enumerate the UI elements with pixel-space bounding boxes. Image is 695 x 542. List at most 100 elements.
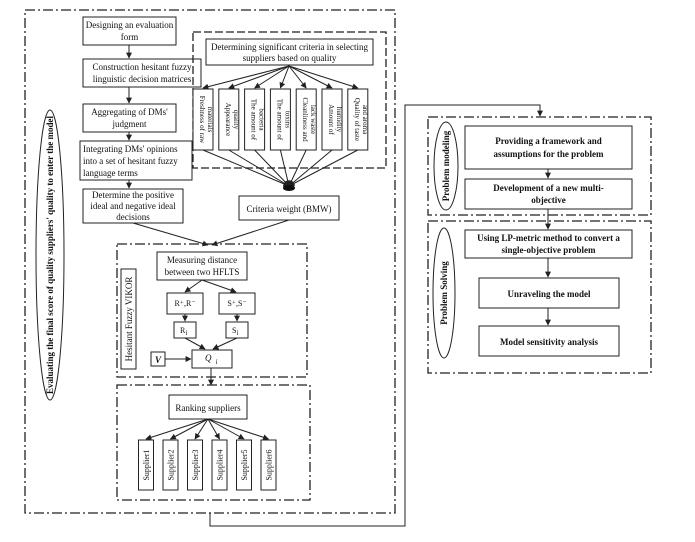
svg-text:Providing a framework and: Providing a framework and — [495, 136, 602, 146]
svg-text:Quality of taste: Quality of taste — [353, 98, 361, 141]
vikor-side-label: Hesitant Fuzzy VIKOR — [120, 268, 137, 370]
svg-text:Supplier2: Supplier2 — [167, 449, 176, 480]
svg-text:Supplier5: Supplier5 — [240, 449, 249, 480]
svg-text:quality: quality — [232, 110, 240, 130]
converge-node — [283, 185, 295, 191]
svg-text:Ri: Ri — [180, 326, 187, 337]
svg-text:linguistic decision matrices: linguistic decision matrices — [93, 74, 192, 84]
svg-text:Using LP-metric method to con: Using LP-metric method to convert a — [477, 233, 620, 243]
svg-text:Ranking suppliers: Ranking suppliers — [175, 403, 241, 413]
criteria-fan-arrows — [202, 65, 359, 90]
svg-text:humidity: humidity — [335, 107, 343, 133]
svg-text:Determine the positive: Determine the positive — [92, 190, 174, 200]
svg-text:Criteria weight (BMW): Criteria weight (BMW) — [247, 204, 332, 214]
svg-text:R⁺,R⁻: R⁺,R⁻ — [174, 299, 195, 308]
vikor-section — [116, 243, 308, 378]
svg-text:Supplier3: Supplier3 — [191, 449, 200, 480]
ranking-suppliers-box: Ranking suppliers — [168, 394, 248, 420]
supplier-box-6: Supplier6 — [260, 439, 277, 491]
svg-text:language terms: language terms — [83, 168, 138, 178]
svg-text:Determining significant criter: Determining significant criteria in sele… — [211, 42, 368, 52]
svg-text:form: form — [121, 32, 139, 42]
svg-text:Integrating DMs' opinions: Integrating DMs' opinions — [83, 144, 178, 154]
svg-text:Amount of: Amount of — [327, 104, 335, 135]
svg-text:V: V — [155, 355, 162, 365]
svg-text:Supplier4: Supplier4 — [216, 449, 225, 480]
svg-text:Construction hesitant fuzzy: Construction hesitant fuzzy — [93, 62, 192, 72]
svg-text:Unraveling the model: Unraveling the model — [508, 289, 591, 299]
svg-text:Si: Si — [232, 326, 238, 337]
step-designing-form: Designing an evaluation form — [82, 16, 177, 46]
supplier-fan-arrows — [145, 418, 270, 441]
svg-text:Designing an evaluation: Designing an evaluation — [86, 20, 174, 30]
svg-text:S⁺,S⁻: S⁺,S⁻ — [227, 299, 246, 308]
evaluation-label-oval — [35, 109, 65, 401]
problem-solving-label: Problem Solving — [439, 261, 449, 325]
svg-text:assumptions for the problem: assumptions for the problem — [494, 149, 604, 159]
svg-text:suppliers based on quality: suppliers based on quality — [243, 53, 337, 63]
svg-text:decisions: decisions — [116, 212, 150, 222]
svg-text:single-objective problem: single-objective problem — [501, 245, 596, 255]
svg-text:Qi: Qi — [205, 353, 218, 366]
svg-text:between two HFLTS: between two HFLTS — [165, 267, 240, 277]
svg-text:materials: materials — [206, 107, 214, 133]
svg-text:Supplier6: Supplier6 — [265, 449, 274, 480]
evaluation-vertical-label: Evaluating the final score of quality su… — [45, 116, 55, 394]
svg-text:and aroma: and aroma — [361, 105, 369, 135]
distance-box: Measuring distance between two HFLTS — [156, 251, 248, 281]
unraveling-box: Unraveling the model — [478, 277, 620, 309]
step-aggregating-judgment: Aggregating of DMs' judgment — [82, 103, 177, 133]
svg-text:Measuring distance: Measuring distance — [167, 255, 237, 265]
framework-box: Providing a framework and assumptions fo… — [464, 125, 633, 170]
supplier-boxes: Supplier1 Supplier2 Supplier3 Supplier4 Supp… — [138, 439, 277, 491]
svg-text:The amount of: The amount of — [275, 99, 283, 141]
s-plus-minus-box: S⁺,S⁻ — [218, 292, 256, 315]
sensitivity-box: Model sensitivity analysis — [478, 325, 620, 357]
svg-text:Aggregating of DMs': Aggregating of DMs' — [91, 107, 168, 117]
supplier-box-1: Supplier1 — [138, 439, 154, 491]
svg-text:Appearance: Appearance — [224, 103, 232, 136]
svg-text:Freshness of raw: Freshness of raw — [198, 96, 206, 144]
step-ideal-decisions: Determine the positive ideal and negativ… — [82, 188, 184, 224]
connector-to-modeling — [209, 104, 543, 527]
lp-metric-box: Using LP-metric method to convert a sing… — [464, 229, 633, 259]
r-plus-minus-box: R⁺,R⁻ — [166, 292, 204, 315]
problem-modeling-label: Problem modeling — [441, 130, 451, 201]
svg-text:The amount of: The amount of — [250, 99, 258, 141]
supplier-box-4: Supplier4 — [211, 439, 228, 491]
criteria-weight-box: Criteria weight (BMW) — [238, 195, 340, 221]
problem-modeling-section — [427, 116, 652, 216]
svg-text:Hesitant Fuzzy VIKOR: Hesitant Fuzzy VIKOR — [124, 277, 134, 362]
svg-text:bacteria: bacteria — [258, 108, 266, 131]
svg-text:Development of a new multi-: Development of a new multi- — [493, 183, 603, 193]
svg-text:toxins: toxins — [283, 111, 291, 128]
svg-text:lack waste: lack waste — [309, 105, 317, 134]
supplier-box-5: Supplier5 — [236, 439, 252, 491]
svg-text:objective: objective — [531, 195, 565, 205]
step-construction-matrices: Construction hesitant fuzzy linguistic d… — [82, 58, 202, 88]
svg-text:Cleanliness and: Cleanliness and — [301, 97, 309, 142]
multi-objective-box: Development of a new multi- objective — [464, 178, 633, 210]
criteria-title-box: Determining significant criteria in sele… — [205, 38, 374, 66]
svg-text:Model sensitivity analysis: Model sensitivity analysis — [500, 337, 599, 347]
svg-text:into a set of hesitant fuzzy: into a set of hesitant fuzzy — [83, 156, 178, 166]
ranking-section — [116, 384, 311, 501]
problem-solving-section — [427, 220, 652, 374]
solving-label-oval — [432, 227, 456, 359]
criteria-converge-arrows — [202, 149, 359, 187]
step-integrating-opinions: Integrating DMs' opinions into a set of … — [79, 140, 193, 181]
supplier-box-3: Supplier3 — [187, 439, 203, 491]
supplier-box-2: Supplier2 — [162, 439, 179, 491]
svg-text:Supplier1: Supplier1 — [142, 449, 151, 480]
